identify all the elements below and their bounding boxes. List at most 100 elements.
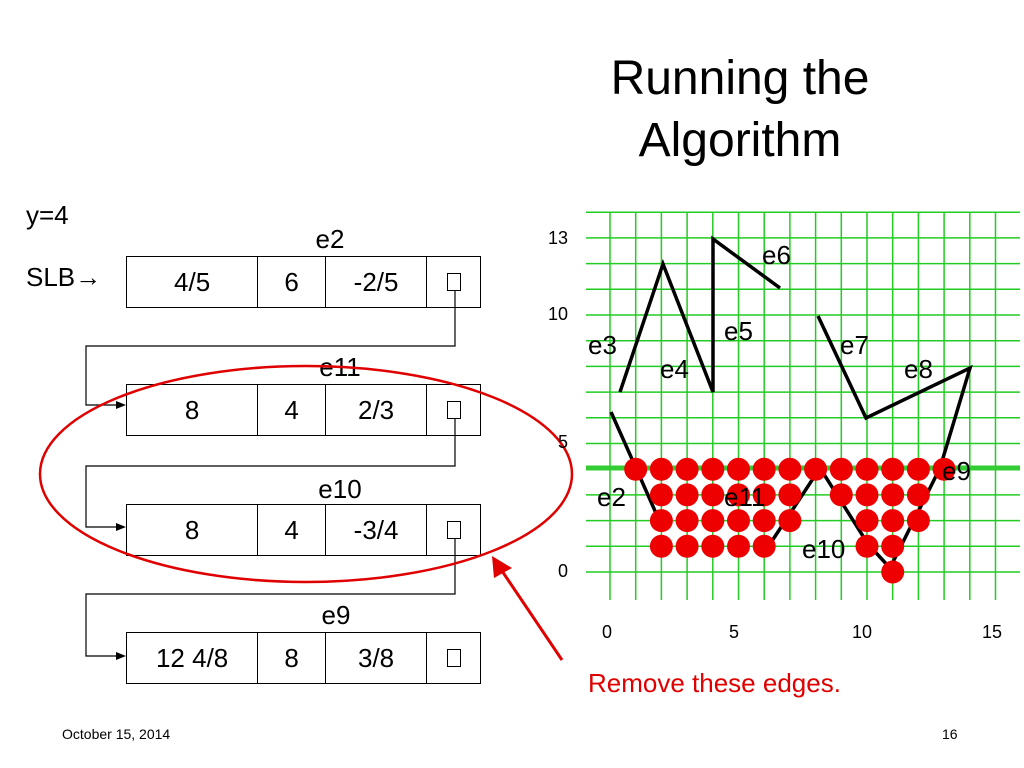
filled-pixel-dot	[932, 457, 956, 481]
filled-pixel-dot	[701, 483, 725, 507]
record-cell-pointer	[427, 633, 480, 683]
filled-pixel-dot	[855, 457, 879, 481]
x-tick: 15	[982, 622, 1002, 642]
filled-pixel-dot	[624, 457, 648, 481]
filled-pixel-dot	[906, 457, 930, 481]
filled-pixel-dot	[778, 457, 802, 481]
link-e10-e9	[85, 538, 456, 657]
slb-text: SLB	[26, 262, 76, 292]
record-name-e2: e2	[315, 224, 345, 254]
x-tick: 10	[852, 622, 872, 642]
filled-pixel-dot	[701, 509, 725, 533]
polygon-outline-e3-e4	[618, 235, 782, 393]
record-cell-x: 12 4/8	[127, 633, 259, 683]
filled-pixel-dot	[752, 483, 776, 507]
link-e11-e10	[85, 418, 456, 528]
record-name-e10: e10	[318, 474, 362, 504]
filled-pixel-dot	[906, 509, 930, 533]
filled-pixel-dot	[727, 509, 750, 533]
record-cell-x: 4/5	[127, 257, 259, 307]
record-name-e9: e9	[321, 600, 351, 630]
record-cell-slope: -3/4	[326, 505, 428, 555]
footer-date: October 15, 2014	[62, 726, 171, 742]
scanline-y-label: y=4	[26, 200, 69, 230]
filled-pixel-dot	[906, 483, 930, 507]
slb-label: SLB→	[26, 262, 101, 293]
slide-title: Running the Algorithm	[560, 48, 920, 172]
edge-label-e7: e7	[840, 330, 869, 360]
filled-pixel-dot	[649, 534, 673, 558]
filled-pixel-dot	[752, 509, 776, 533]
edge-label-e3: e3	[588, 330, 617, 360]
record-cell-slope: 2/3	[326, 385, 428, 435]
filled-pixel-dot	[829, 457, 853, 481]
record-cell-slope: 3/8	[326, 633, 428, 683]
filled-pixel-dot	[727, 534, 750, 558]
filled-pixel-dot	[675, 457, 699, 481]
record-cell-pointer	[427, 257, 480, 307]
filled-pixel-dot	[701, 534, 725, 558]
record-cell-ymax: 8	[258, 633, 326, 683]
pointer-box-icon	[446, 521, 461, 539]
filled-pixel-dot	[649, 509, 673, 533]
record-cell-x: 8	[127, 385, 259, 435]
record-e2: 4/5 6 -2/5	[126, 256, 481, 308]
slide-title-line-1: Running the	[610, 52, 870, 105]
link-e2-e11	[85, 290, 456, 406]
filled-pixel-dot	[804, 457, 828, 481]
y-tick: 0	[558, 561, 568, 581]
record-cell-pointer	[427, 505, 480, 555]
edge-label-e8: e8	[904, 354, 933, 384]
filled-pixel-dot	[855, 509, 879, 533]
record-cell-slope: -2/5	[326, 257, 428, 307]
filled-pixel-dot	[752, 457, 776, 481]
highlight-ellipse	[38, 364, 574, 584]
pointer-box-icon	[446, 649, 461, 667]
record-cell-ymax: 6	[258, 257, 326, 307]
filled-pixel-dot	[778, 483, 802, 507]
remove-edges-note: Remove these edges.	[588, 668, 841, 698]
edge-label-e9: e9	[942, 456, 971, 486]
filled-pixel-dot	[855, 483, 879, 507]
pointer-box-icon	[446, 401, 461, 419]
slb-arrow-icon: →	[75, 262, 102, 292]
filled-pixel-dot	[675, 509, 699, 533]
x-tick: 0	[602, 622, 612, 642]
y-tick: 5	[558, 432, 568, 452]
slide-title-line-2: Algorithm	[638, 114, 842, 167]
annotation-arrowhead-icon	[492, 556, 512, 578]
y-tick: 10	[548, 304, 568, 324]
filled-pixel-dot	[855, 534, 879, 558]
edge-label-e6: e6	[762, 240, 791, 270]
filled-pixel-dot	[649, 483, 673, 507]
filled-pixel-dot	[778, 509, 802, 533]
link-arrowhead-icon	[116, 401, 126, 409]
filled-pixel-dot	[727, 483, 750, 507]
edge-label-e5: e5	[724, 316, 753, 346]
filled-pixel-dot	[649, 457, 673, 481]
edge-label-e2: e2	[597, 482, 626, 512]
filled-pixel-dot	[675, 483, 699, 507]
edge-label-e10: e10	[802, 534, 845, 564]
link-arrowhead-icon	[116, 652, 126, 660]
record-e10: 8 4 -3/4	[126, 504, 481, 556]
filled-pixel-dot	[881, 534, 905, 558]
filled-pixel-dot	[881, 483, 905, 507]
filled-pixel-dot	[752, 534, 776, 558]
edge-label-e11: e11	[724, 482, 765, 512]
record-cell-pointer	[427, 385, 480, 435]
link-arrowhead-icon	[116, 523, 126, 531]
x-tick: 5	[729, 622, 739, 642]
filled-pixel-dot	[829, 483, 853, 507]
pointer-box-icon	[446, 273, 461, 291]
record-cell-x: 8	[127, 505, 259, 555]
filled-pixel-dot	[675, 534, 699, 558]
record-e11: 8 4 2/3	[126, 384, 481, 436]
edge-label-e4: e4	[660, 354, 689, 384]
filled-pixels	[624, 457, 956, 584]
record-cell-ymax: 4	[258, 385, 326, 435]
filled-pixel-dot	[881, 560, 905, 584]
record-cell-ymax: 4	[258, 505, 326, 555]
